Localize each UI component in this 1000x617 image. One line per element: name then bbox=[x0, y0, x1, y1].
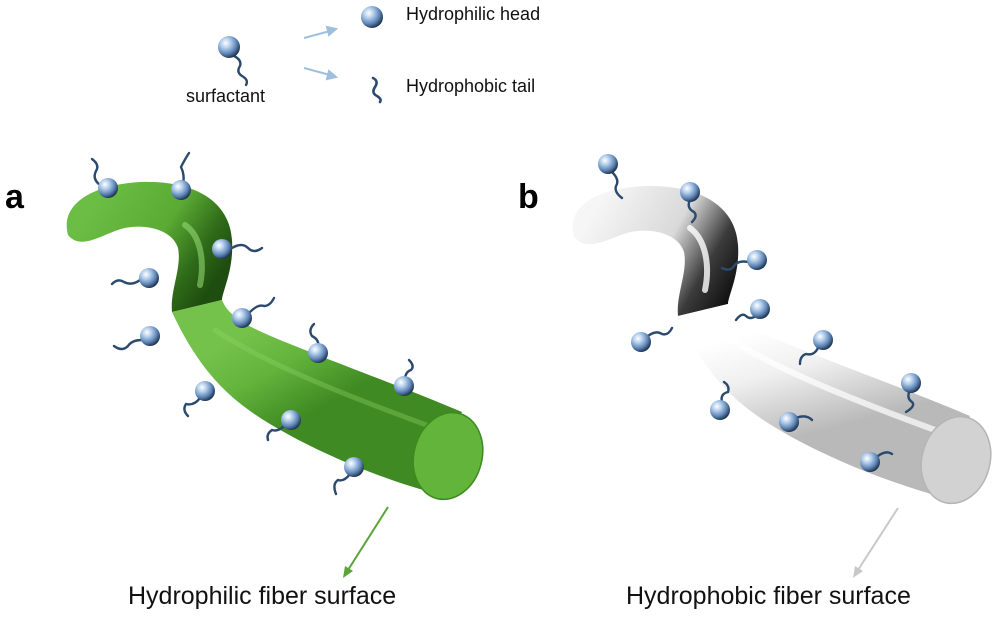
caption-b: Hydrophobic fiber surface bbox=[626, 582, 911, 610]
surfactant-molecule bbox=[110, 268, 159, 288]
hydrophilic-head-icon bbox=[361, 6, 383, 28]
surfactant-molecule bbox=[710, 380, 730, 420]
surfactant-molecule bbox=[308, 322, 328, 363]
surfactant-molecule bbox=[171, 151, 191, 200]
surfactant-label: surfactant bbox=[186, 86, 266, 106]
surfactant-molecule bbox=[266, 410, 301, 442]
surfactant-molecule bbox=[333, 457, 364, 496]
surfactant-molecule bbox=[232, 296, 276, 328]
hydrophobic-tail-label: Hydrophobic tail bbox=[406, 76, 536, 96]
surfactant-molecule bbox=[798, 330, 833, 366]
surfactant-molecule bbox=[901, 373, 921, 414]
hydrophobic-fiber bbox=[572, 185, 992, 505]
surfactant-molecule bbox=[680, 182, 700, 224]
arrow-icon bbox=[303, 25, 339, 81]
surfactant-molecule bbox=[598, 154, 624, 200]
surfactant-molecule bbox=[631, 326, 674, 352]
caption-a: Hydrophilic fiber surface bbox=[128, 582, 397, 610]
surfactant-molecule bbox=[183, 381, 215, 418]
surfactant-molecule bbox=[860, 451, 894, 472]
surfactant-molecule bbox=[212, 239, 264, 259]
surfactant-icon bbox=[218, 36, 249, 87]
hydrophilic-head-label: Hydrophilic head bbox=[406, 4, 541, 24]
hydrophobic-tail-icon bbox=[371, 76, 382, 104]
arrow-icon bbox=[853, 507, 899, 578]
surfactant-molecule bbox=[779, 412, 814, 432]
hydrophilic-fiber bbox=[66, 181, 484, 501]
surfactant-molecule bbox=[394, 358, 414, 396]
surfactant-molecule bbox=[112, 326, 160, 351]
arrow-icon bbox=[343, 506, 389, 578]
legend bbox=[218, 6, 383, 104]
surfactant-molecule bbox=[720, 250, 767, 271]
surfactants-panel-b bbox=[598, 154, 921, 472]
panel-letter-b: b bbox=[518, 178, 539, 216]
surfactants-panel-a bbox=[90, 151, 414, 496]
panel-letter-a: a bbox=[5, 178, 24, 216]
surfactant-molecule bbox=[90, 157, 118, 198]
surfactant-molecule bbox=[734, 299, 770, 322]
